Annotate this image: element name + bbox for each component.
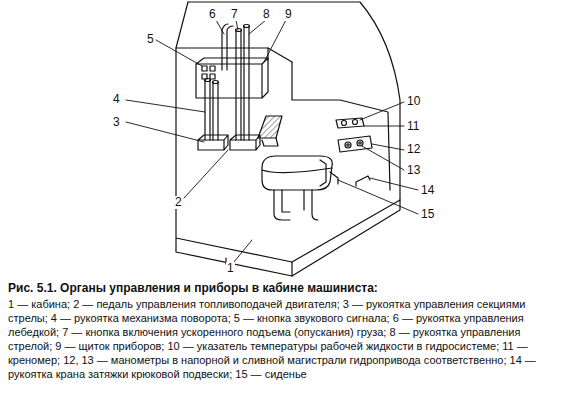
cab-floor-edge xyxy=(292,200,400,276)
figure-caption: Рис. 5.1. Органы управления и приборы в … xyxy=(8,281,563,295)
lever-pair-left xyxy=(205,80,218,140)
lever-knob xyxy=(244,25,250,28)
leader-line xyxy=(372,144,404,150)
boom-lever xyxy=(236,26,249,140)
callout-number: 11 xyxy=(406,120,420,133)
lever-base xyxy=(230,135,260,150)
hook-crane-handle xyxy=(356,176,370,186)
callout-number: 6 xyxy=(208,8,217,21)
inclinometer xyxy=(345,142,351,148)
fuel-pedal xyxy=(258,116,282,138)
callout-number: 1 xyxy=(226,262,235,275)
gauge-center xyxy=(347,144,349,146)
leader-line xyxy=(360,102,404,120)
callout-number: 8 xyxy=(262,8,271,21)
cab-back-edge xyxy=(176,48,292,62)
callout-number: 10 xyxy=(406,95,421,108)
gauge-center xyxy=(359,142,361,144)
gauge xyxy=(342,121,347,126)
callout-number: 14 xyxy=(420,184,435,197)
callout-number: 5 xyxy=(146,33,155,46)
instrument-panel xyxy=(196,58,268,98)
callout-number: 15 xyxy=(420,208,435,221)
winch-lever xyxy=(222,24,233,70)
callout-number: 2 xyxy=(174,196,183,209)
temperature-indicator xyxy=(336,118,364,128)
leader-line xyxy=(264,20,286,62)
leader-lines xyxy=(126,20,418,262)
cab-illustration xyxy=(0,0,570,280)
gauge xyxy=(353,120,358,125)
lever-base xyxy=(198,135,228,150)
button xyxy=(210,66,215,71)
callout-number: 9 xyxy=(284,8,293,21)
leader-line xyxy=(364,126,404,127)
seat-edge xyxy=(262,168,332,173)
button xyxy=(210,74,215,79)
figure-legend-text: 1 — кабина; 2 — педаль управления топлив… xyxy=(8,297,563,381)
leader-line xyxy=(338,180,418,214)
lever-knob xyxy=(236,29,242,32)
leader-line xyxy=(126,122,204,142)
callout-number: 3 xyxy=(112,116,121,129)
callout-number: 12 xyxy=(406,143,421,156)
leader-line xyxy=(156,40,202,66)
pedal-hinge xyxy=(262,138,278,146)
seat-frame xyxy=(274,190,318,220)
seat-handle xyxy=(320,160,338,186)
lever-knob xyxy=(205,79,211,82)
leader-line xyxy=(234,240,252,262)
callout-number: 4 xyxy=(112,93,121,106)
leader-line xyxy=(236,20,238,30)
cab-window-frame xyxy=(188,2,400,200)
lever-knob xyxy=(213,81,219,84)
leader-line xyxy=(370,178,418,190)
leader-line xyxy=(184,150,228,198)
pressure-gauge xyxy=(357,140,363,146)
callout-number: 13 xyxy=(406,164,421,177)
leader-line xyxy=(249,20,266,34)
leader-line xyxy=(126,100,205,112)
horn-button xyxy=(202,66,207,71)
leader-line xyxy=(216,20,224,34)
gauge-plate xyxy=(338,136,372,152)
leader-line xyxy=(362,146,404,170)
callout-number: 7 xyxy=(230,8,239,21)
